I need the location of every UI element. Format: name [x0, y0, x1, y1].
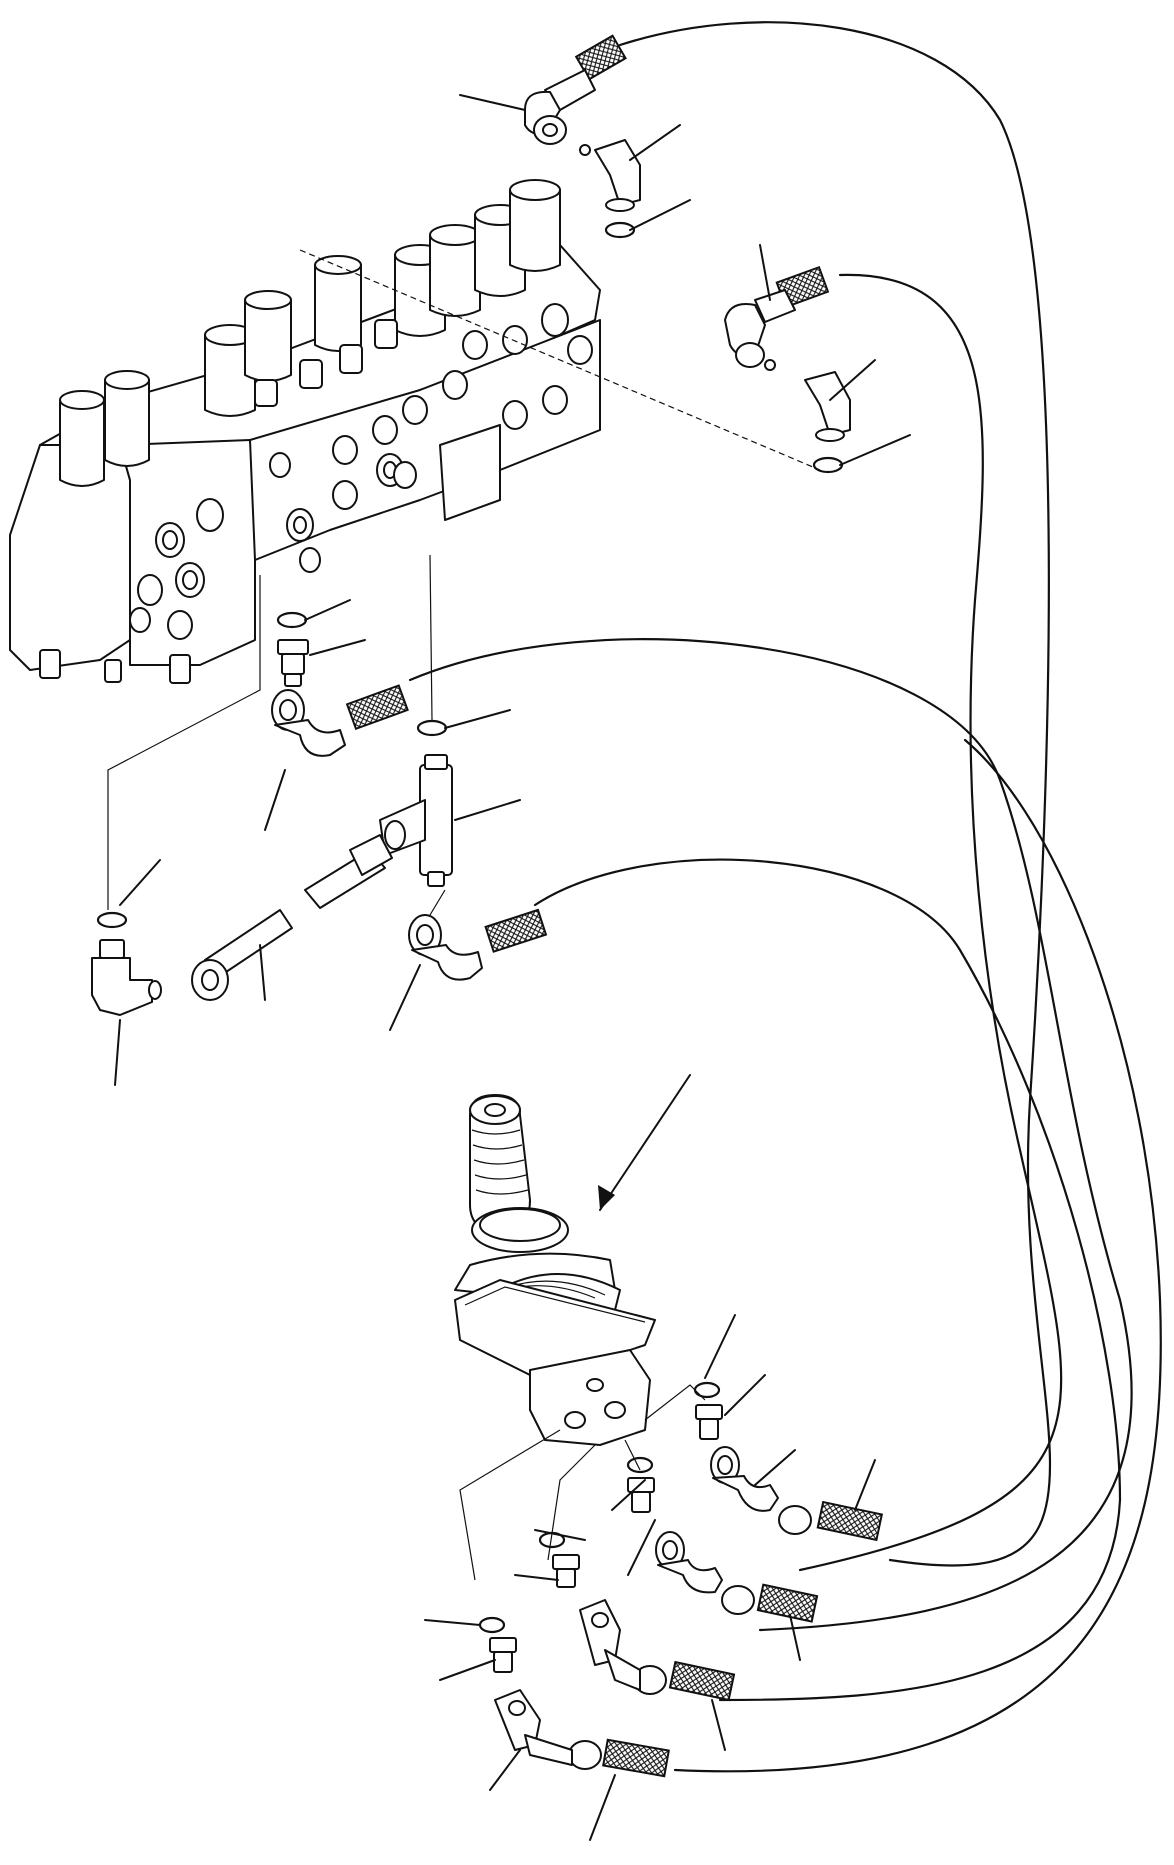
adapter-d: [489, 1637, 517, 1673]
tee-fitting: [379, 754, 453, 887]
valve-ports: [129, 303, 593, 640]
right-elbow-adapter: [804, 371, 851, 442]
o-ring-b: [626, 1456, 654, 1474]
leader-lines-lower: [424, 1314, 876, 1841]
control-valve-block: [9, 179, 821, 684]
elbow-hose-fitting-a: [710, 1446, 884, 1542]
elbow-hose-fitting-d: [494, 1689, 670, 1778]
joystick-arrow: [599, 1074, 691, 1211]
mid-o-ring-2: [416, 719, 448, 737]
mid-elbow-hose-fitting: [271, 684, 409, 757]
pilot-control-joystick: [454, 1094, 656, 1446]
right-o-ring: [812, 456, 844, 474]
elbow-hose-fitting-c: [579, 1599, 736, 1702]
hose-line-4: [533, 858, 1122, 1702]
straight-pipe: [191, 834, 393, 1001]
hose-lines: [408, 21, 1162, 1773]
leader-lines-mid: [114, 599, 521, 1086]
mid-o-ring-1: [276, 611, 308, 629]
o-ring-d: [478, 1616, 506, 1634]
hose-line-1: [618, 21, 1051, 1567]
hose-line-2: [798, 273, 1063, 1572]
hose-line-3: [408, 638, 1133, 1632]
o-ring-a: [693, 1381, 721, 1399]
top-elbow-hose-fitting: [524, 34, 627, 145]
spool-caps: [59, 179, 561, 487]
right-elbow-hose-fitting: [724, 265, 830, 371]
top-elbow-adapter: [579, 139, 641, 212]
adapter-c: [552, 1554, 580, 1588]
left-elbow-adapter: [91, 939, 162, 1016]
hose-line-5: [673, 738, 1162, 1773]
left-o-ring: [96, 911, 128, 929]
top-o-ring: [604, 221, 636, 239]
elbow-hose-fitting-b: [655, 1531, 819, 1623]
leader-lines-top: [459, 94, 911, 466]
adapter-b: [627, 1477, 655, 1513]
mid-adapter-1: [277, 639, 309, 687]
lower-elbow-hose-fitting: [408, 908, 548, 981]
joystick-arrow-head: [598, 1185, 615, 1210]
adapter-a: [695, 1404, 723, 1440]
assembly-lines-mid: [107, 554, 446, 916]
